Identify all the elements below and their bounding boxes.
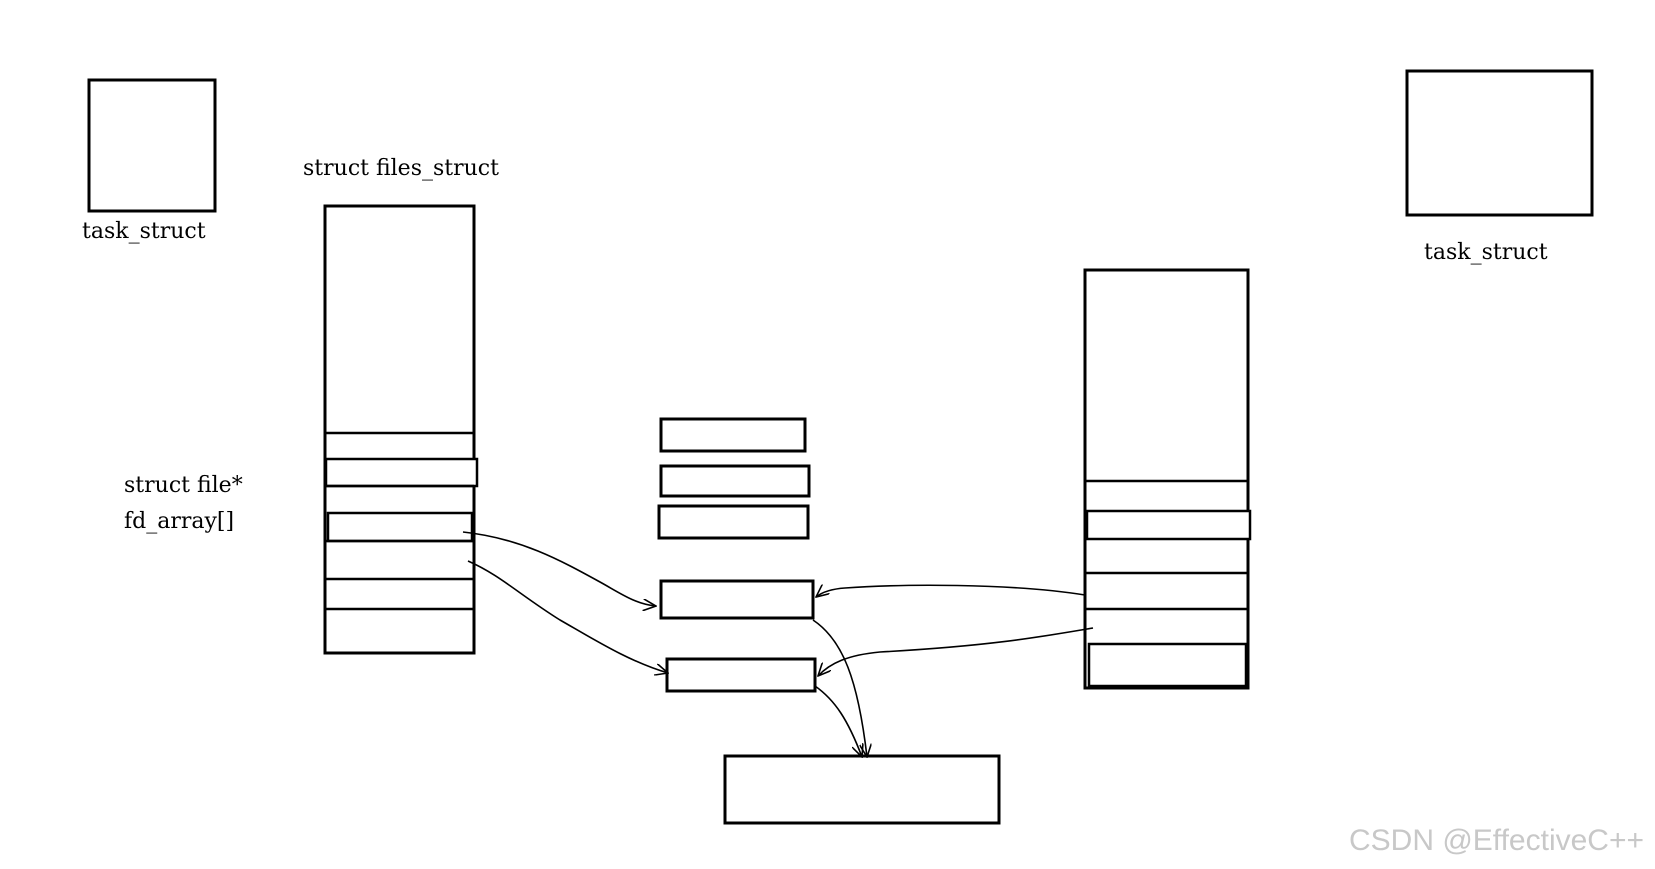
files-struct-left-box <box>323 204 476 655</box>
file-object <box>657 504 810 540</box>
arrow-file-b-to-target <box>814 685 862 757</box>
files-struct-right-box <box>1083 268 1250 690</box>
arrow-right-fd-to-file-a <box>816 585 1086 597</box>
task-struct-right-box <box>1405 69 1594 217</box>
arrow-right-fd-to-file-b <box>818 627 1094 676</box>
files-struct-label: struct files_struct <box>303 156 499 181</box>
file-object <box>659 464 811 498</box>
task-struct-left-box <box>87 78 217 213</box>
fd-slot <box>1087 642 1248 688</box>
bottom-target-box <box>723 754 1001 825</box>
fd-slot <box>326 511 474 543</box>
arrow-left-fd-to-file-a <box>462 531 656 606</box>
files-struct-left <box>323 204 479 655</box>
file-object-shared-b <box>665 657 817 693</box>
task-struct-left-label: task_struct <box>82 219 206 244</box>
task-struct-right-label: task_struct <box>1424 240 1548 265</box>
arrow-left-fd-to-file-b <box>467 560 668 673</box>
arrow-file-a-to-target <box>812 619 867 757</box>
file-objects <box>657 417 817 693</box>
fd-array-label-line1: struct file* <box>124 473 243 498</box>
files-struct-right <box>1083 268 1252 690</box>
fd-array-label-line2: fd_array[] <box>124 509 234 534</box>
fd-slot <box>1085 509 1252 541</box>
file-object <box>659 417 807 453</box>
watermark: CSDN @EffectiveC++ <box>1349 824 1644 857</box>
fd-slot <box>324 457 479 488</box>
file-object-shared-a <box>659 579 815 620</box>
